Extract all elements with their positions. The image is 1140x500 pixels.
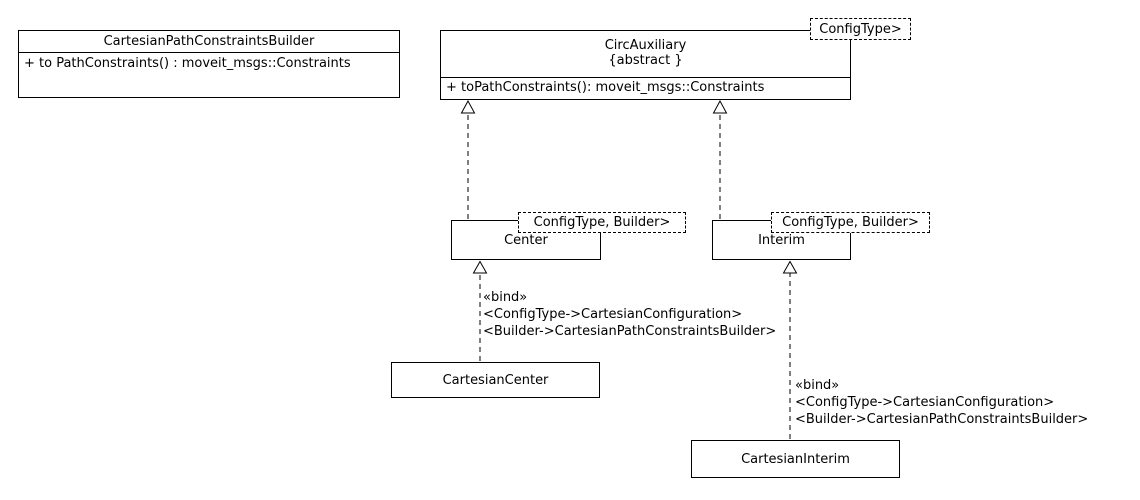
bind-builder-substitution: <Builder->CartesianPathConstraintsBuilde… (483, 324, 777, 339)
hollow-triangle-arrowhead (460, 99, 476, 114)
bind-annotation-interim: «bind» <ConfigType->CartesianConfigurati… (795, 377, 1088, 428)
hollow-triangle-arrowhead (712, 99, 728, 114)
template-params-text: ConfigType, Builder> (782, 215, 919, 230)
template-params-box-interim: ConfigType, Builder> (771, 212, 930, 233)
bind-configtype-substitution: <ConfigType->CartesianConfiguration> (795, 395, 1055, 410)
class-name: CartesianCenter (442, 372, 549, 388)
class-name: CircAuxiliary (604, 38, 687, 53)
bind-stereotype: «bind» (483, 290, 528, 305)
class-method: + toPathConstraints(): moveit_msgs::Cons… (446, 80, 765, 95)
bind-builder-substitution: <Builder->CartesianPathConstraintsBuilde… (795, 412, 1089, 427)
class-name: Center (504, 232, 548, 248)
hollow-triangle-arrowhead (782, 260, 798, 274)
class-methods-compartment: + toPathConstraints(): moveit_msgs::Cons… (441, 78, 850, 98)
class-box-cartesianinterim[interactable]: CartesianInterim (691, 440, 900, 478)
bind-configtype-substitution: <ConfigType->CartesianConfiguration> (483, 307, 743, 322)
class-box-cartesiancenter[interactable]: CartesianCenter (391, 362, 600, 398)
class-method: + to PathConstraints() : moveit_msgs::Co… (24, 56, 351, 71)
class-name: Interim (758, 232, 805, 248)
class-methods-compartment: + to PathConstraints() : moveit_msgs::Co… (19, 53, 399, 75)
hollow-triangle-arrowhead (472, 260, 488, 274)
template-params-text: ConfigType> (819, 21, 902, 37)
class-name: CartesianPathConstraintsBuilder (19, 31, 399, 53)
class-name-compartment: CircAuxiliary {abstract } (441, 31, 850, 78)
template-params-text: ConfigType, Builder> (533, 215, 671, 230)
template-params-box-circauxiliary: ConfigType> (810, 18, 911, 40)
abstract-stereotype: {abstract } (608, 53, 683, 68)
class-box-circauxiliary[interactable]: CircAuxiliary {abstract } + toPathConstr… (440, 30, 851, 100)
class-name: CartesianInterim (741, 451, 850, 467)
class-box-cartesianpathconstraintsbuilder[interactable]: CartesianPathConstraintsBuilder + to Pat… (18, 30, 400, 98)
bind-annotation-center: «bind» <ConfigType->CartesianConfigurati… (483, 289, 776, 340)
template-params-box-center: ConfigType, Builder> (518, 212, 686, 233)
bind-stereotype: «bind» (795, 378, 840, 393)
